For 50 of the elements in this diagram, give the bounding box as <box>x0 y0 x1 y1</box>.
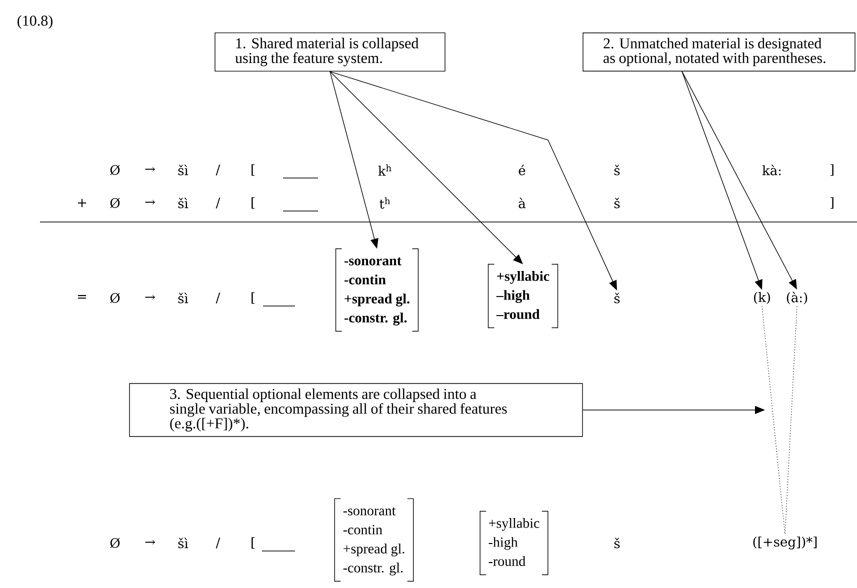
feature-matrix: -sonorant -contin +spread gl. -constr. gl. <box>335 248 419 332</box>
segment-label: š <box>614 538 620 548</box>
example-number: (10.8) <box>18 15 52 29</box>
segment-label: / <box>216 292 220 304</box>
dotted-line <box>784 306 798 535</box>
segment-label: (k) <box>754 292 770 304</box>
segment-label: → <box>145 166 155 172</box>
feature-matrix: -sonorant -contin +spread gl. -constr. gl. <box>334 498 414 582</box>
label: -constr. gl. <box>343 562 403 576</box>
segment-label: / <box>216 538 220 548</box>
segment-label: → <box>145 294 155 300</box>
segment-label: / <box>216 164 220 176</box>
segment-label: t$^{h}$ <box>380 197 390 209</box>
segment-label: Ø <box>110 164 120 176</box>
segment-label: š <box>614 292 620 304</box>
segment-label: (à:) <box>786 292 808 304</box>
segment-label: → <box>145 540 155 545</box>
segment-label: [ <box>252 537 255 549</box>
segment-label: šì <box>178 164 188 176</box>
label: -sonorant <box>343 507 396 516</box>
segment-label: Ø <box>110 538 120 548</box>
callout-box: 3. Sequential optional elements are collapsed into a single variable, encompassing all of their shared features (e.g.([+F])*). <box>129 383 583 437</box>
segment-label: kà: <box>762 164 781 176</box>
feature-matrix: +syllabic –high –round <box>488 264 558 328</box>
label: -contin <box>343 525 382 534</box>
segment-label: [ <box>252 197 255 209</box>
segment-label: + <box>78 198 86 208</box>
dotted-line <box>762 306 786 535</box>
segment-label: → <box>145 200 155 205</box>
segment-label: / <box>216 198 220 208</box>
feature-matrix: +syllabic -high -round <box>480 510 548 576</box>
segment-label: ] <box>830 197 834 209</box>
segment-label: šì <box>178 292 188 304</box>
segment-label: à <box>518 198 526 208</box>
segment-label: k$^{h}$ <box>378 164 392 176</box>
callout-box: 1. Shared material is collapsed using the feature system. <box>214 32 446 72</box>
label: +spread gl. <box>344 544 404 556</box>
segment-label: šì <box>178 198 188 208</box>
segment-label: [ <box>252 292 255 304</box>
callout-box: 2. Unmatched material is designated as optional, notated with parentheses. <box>582 32 856 72</box>
segment-label: Ø <box>110 292 120 304</box>
segment-label: [ <box>252 164 255 176</box>
segment-label: š <box>614 198 620 208</box>
segment-label: šì <box>178 538 188 548</box>
segment-label: é <box>518 164 526 176</box>
segment-label: ([+seg])*] <box>753 536 817 550</box>
segment-label: š <box>614 164 620 176</box>
segment-label: ] <box>830 164 834 176</box>
segment-label: = <box>78 295 86 299</box>
segment-label: Ø <box>110 198 120 208</box>
